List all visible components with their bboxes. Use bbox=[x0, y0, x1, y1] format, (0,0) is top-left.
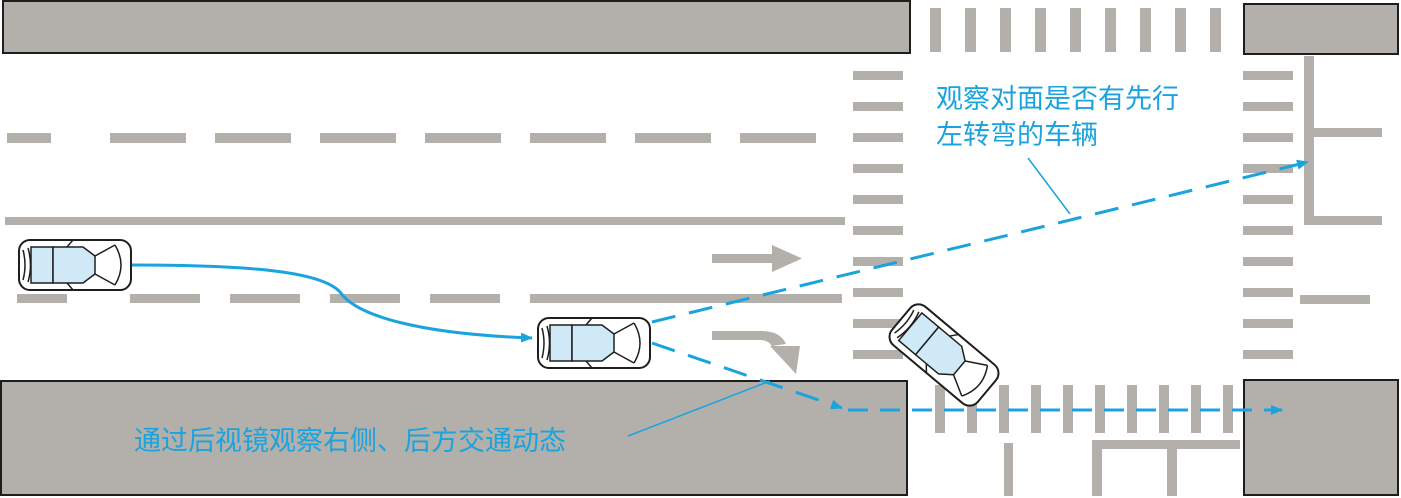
block-bottom-right bbox=[1243, 379, 1399, 496]
crosswalk-bottom bbox=[935, 385, 1233, 433]
car-icon bbox=[18, 239, 132, 291]
vehicle-paths bbox=[127, 159, 1309, 415]
crosswalk-right bbox=[1243, 71, 1293, 359]
car-icon bbox=[537, 317, 651, 369]
annotation-check-mirror: 通过后视镜观察右侧、后方交通动态 bbox=[134, 426, 566, 457]
callout-leaders bbox=[627, 157, 1071, 437]
straight-arrow-icon bbox=[712, 245, 802, 272]
crosswalk-left bbox=[853, 71, 903, 359]
block-top-right bbox=[1243, 3, 1399, 55]
annotation-observe-oncoming-line1: 观察对面是否有先行 bbox=[936, 84, 1179, 115]
right-turn-arrow-icon bbox=[712, 331, 800, 374]
right-turn-path bbox=[651, 341, 843, 410]
block-top-left bbox=[2, 0, 911, 54]
lane-change-path bbox=[127, 263, 533, 343]
annotation-observe-oncoming-line2: 左转弯的车辆 bbox=[936, 120, 1098, 151]
road-markings bbox=[5, 56, 1382, 496]
annotation-observe-oncoming: 观察对面是否有先行 左转弯的车辆 bbox=[936, 82, 1179, 154]
block-bottom-left bbox=[0, 380, 908, 496]
crosswalk-top bbox=[930, 8, 1221, 52]
